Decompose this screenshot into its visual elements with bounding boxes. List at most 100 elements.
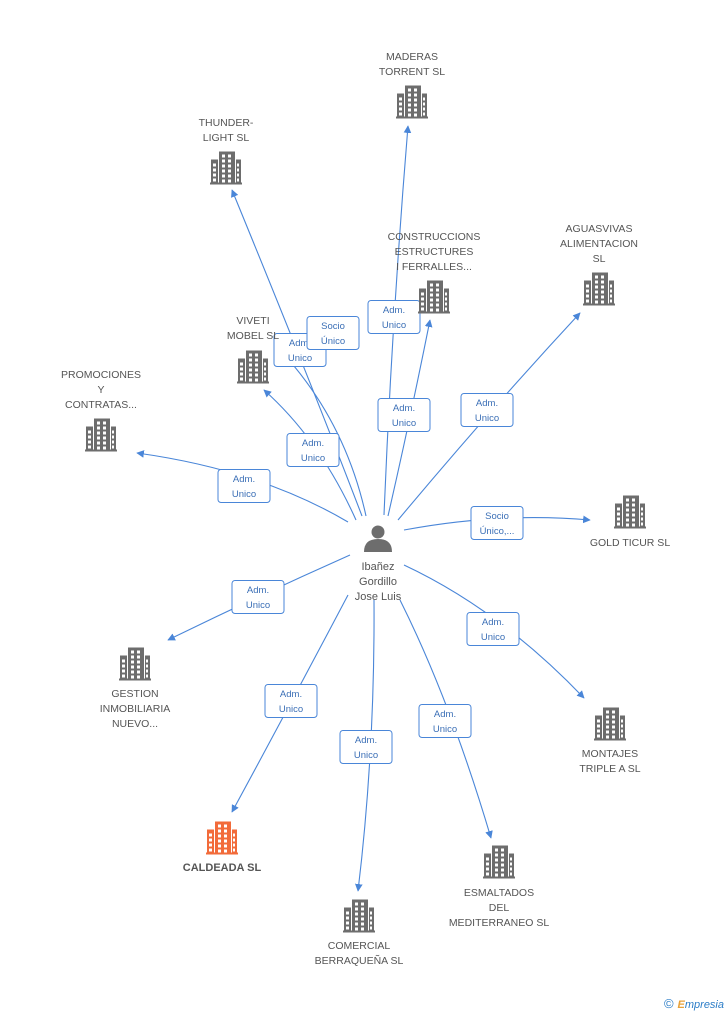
company-node-comercial[interactable]: COMERCIAL BERRAQUEÑA SL xyxy=(315,899,404,968)
company-label: NUEVO... xyxy=(112,718,158,730)
footer-brand[interactable]: ©Empresia xyxy=(664,996,724,1011)
company-label: GOLD TICUR SL xyxy=(590,537,670,549)
edge-label-text: Adm. xyxy=(247,585,269,596)
building-icon xyxy=(396,85,428,119)
company-label: MOBEL SL xyxy=(227,330,279,342)
company-label: MADERAS xyxy=(386,51,438,63)
company-label: ALIMENTACION xyxy=(560,238,638,250)
edge-label-text: Adm. xyxy=(383,305,405,316)
company-label: INMOBILIARIA xyxy=(100,703,171,715)
building-icon xyxy=(85,418,117,452)
edge-label-text: Unico xyxy=(279,704,303,715)
edge-label-text: Unico xyxy=(232,489,256,500)
company-label: TORRENT SL xyxy=(379,66,445,78)
edge-label-text: Adm. xyxy=(482,617,504,628)
company-node-viveti[interactable]: VIVETI MOBEL SL xyxy=(227,315,279,384)
company-label: THUNDER- xyxy=(199,117,254,129)
company-label: SL xyxy=(593,253,606,265)
edge-label-promociones[interactable]: Adm. Unico xyxy=(217,469,271,503)
edge-label-viveti[interactable]: Adm. Unico xyxy=(286,433,340,467)
edge-label-text: Adm. xyxy=(280,689,302,700)
edge-label-text: Socio xyxy=(321,321,345,332)
edge-label-comercial[interactable]: Adm.Unico xyxy=(339,730,393,764)
edge-label-construccions[interactable]: Adm. Unico xyxy=(377,398,431,432)
company-label: DEL xyxy=(489,902,510,914)
edge-line-thunder_socio xyxy=(279,349,367,517)
edge-label-maderas[interactable]: Adm. Unico xyxy=(367,300,421,334)
edge-label-text: Adm. xyxy=(393,403,415,414)
edge-label-text: Adm. xyxy=(476,398,498,409)
company-label: CONSTRUCCIONS xyxy=(388,231,481,243)
company-label: VIVETI xyxy=(236,315,269,327)
company-label: PROMOCIONES xyxy=(61,369,141,381)
copyright-symbol: © xyxy=(663,996,674,1011)
company-label: MEDITERRANEO SL xyxy=(449,917,550,929)
edge-label-aguasvivas[interactable]: Adm. Unico xyxy=(460,393,514,427)
company-node-promociones[interactable]: PROMOCIONES Y CONTRATAS... xyxy=(61,369,141,452)
edge-label-layer: Adm.UnicoAdm.UnicoSocioÚnicoAdm.UnicoAdm… xyxy=(217,300,524,764)
edge-label-esmaltados[interactable]: Adm. Unico xyxy=(418,704,472,738)
edge-label-text: Adm. xyxy=(355,735,377,746)
person-icon xyxy=(364,525,392,552)
building-icon xyxy=(483,845,515,879)
edge-label-text: Único,... xyxy=(480,526,515,537)
building-icon xyxy=(119,647,151,681)
building-icon xyxy=(343,899,375,933)
person-label: Ibañez xyxy=(361,561,394,573)
company-label: TRIPLE A SL xyxy=(579,763,640,775)
building-icon xyxy=(237,350,269,384)
edge-label-text: Adm. xyxy=(233,474,255,485)
edge-label-text: Adm. xyxy=(302,438,324,449)
brand-logo-initial: E xyxy=(677,999,685,1011)
company-label: COMERCIAL xyxy=(328,940,391,952)
edge-label-text: Unico xyxy=(392,418,416,429)
edge-label-text: Unico xyxy=(481,632,505,643)
person-label: Jose Luis xyxy=(355,591,402,603)
company-node-thunder[interactable]: THUNDER- LIGHT SL xyxy=(199,117,254,185)
company-node-montajes[interactable]: MONTAJES TRIPLE A SL xyxy=(579,707,641,776)
edge-label-text: Unico xyxy=(246,600,270,611)
person-label: Gordillo xyxy=(359,576,397,588)
company-node-aguasvivas[interactable]: AGUASVIVAS ALIMENTACION SL xyxy=(560,223,638,306)
company-label: LIGHT SL xyxy=(203,132,250,144)
edge-label-text: Unico xyxy=(301,453,325,464)
company-node-esmaltados[interactable]: ESMALTADOS DEL MEDITERRANEO SL xyxy=(449,845,550,930)
company-node-caldeada[interactable]: CALDEADA SL xyxy=(183,821,262,875)
company-label: AGUASVIVAS xyxy=(566,223,633,235)
edge-label-caldeada[interactable]: Adm. Unico xyxy=(264,684,318,718)
edge-label-gestion[interactable]: Adm. Unico xyxy=(231,580,285,614)
company-label: GESTION xyxy=(111,688,158,700)
edge-label-text: Unico xyxy=(382,320,406,331)
edge-label-goldticur[interactable]: SocioÚnico,... xyxy=(470,506,524,540)
company-node-gestion[interactable]: GESTION INMOBILIARIA NUEVO... xyxy=(100,647,171,731)
building-icon xyxy=(614,495,646,529)
company-label: I FERRALLES... xyxy=(396,261,472,273)
building-icon xyxy=(418,280,450,314)
company-node-construccions[interactable]: CONSTRUCCIONS ESTRUCTURES I FERRALLES... xyxy=(388,231,481,314)
edge-label-montajes[interactable]: Adm. Unico xyxy=(466,612,520,646)
company-label: MONTAJES xyxy=(582,748,638,760)
edge-label-text: Adm. xyxy=(434,709,456,720)
edge-label-text: Único xyxy=(321,336,345,347)
nodes-layer: MADERAS TORRENT SL THUNDER- LIGHT SL CONSTRU… xyxy=(61,51,670,967)
company-node-goldticur[interactable]: GOLD TICUR SL xyxy=(590,495,670,550)
company-label: CONTRATAS... xyxy=(65,399,137,411)
company-label: ESMALTADOS xyxy=(464,887,534,899)
building-icon xyxy=(210,151,242,185)
edge-label-text: Adm. xyxy=(289,338,311,349)
company-label: ESTRUCTURES xyxy=(395,246,474,258)
building-icon xyxy=(594,707,626,741)
company-label: Y xyxy=(97,384,104,396)
brand-logo-text: mpresia xyxy=(684,999,724,1011)
edge-label-text: Socio xyxy=(485,511,509,522)
building-icon xyxy=(583,272,615,306)
company-label: BERRAQUEÑA SL xyxy=(315,954,404,967)
company-label: CALDEADA SL xyxy=(183,862,262,874)
edge-label-text: Unico xyxy=(433,724,457,735)
company-node-maderas[interactable]: MADERAS TORRENT SL xyxy=(379,51,445,119)
edge-label-text: Unico xyxy=(475,413,499,424)
edge-label-text: Unico xyxy=(288,353,312,364)
